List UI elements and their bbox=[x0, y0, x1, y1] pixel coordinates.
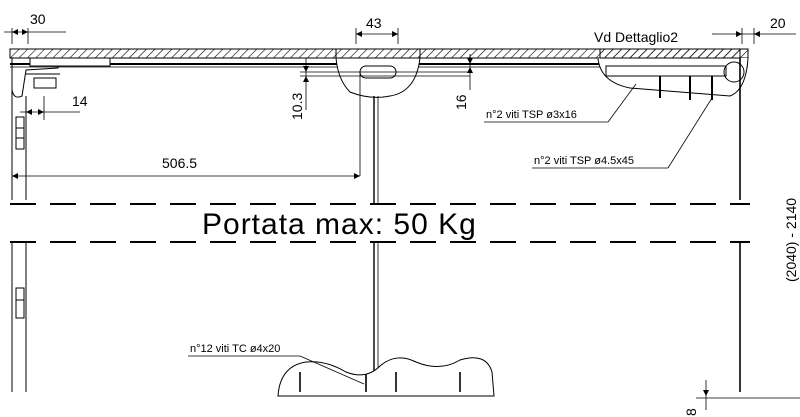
bottom-bracket bbox=[277, 357, 495, 397]
left-bracket bbox=[11, 57, 111, 150]
dim-10-3: 10.3 bbox=[289, 93, 305, 120]
load-capacity-label: Portata max: 50 Kg bbox=[202, 208, 477, 241]
screw-note-1: n°2 viti TSP ø3x16 bbox=[486, 109, 577, 121]
dim-20: 20 bbox=[770, 15, 786, 31]
detail-reference: Vd Dettaglio2 bbox=[594, 29, 678, 45]
dim-43: 43 bbox=[366, 15, 382, 31]
break-lines bbox=[10, 203, 750, 243]
dim-height-range: (2040) - 2140 bbox=[783, 198, 799, 282]
dim-14: 14 bbox=[72, 93, 88, 109]
screw-note-2: n°2 viti TSP ø4.5x45 bbox=[534, 155, 634, 167]
dimension-lines bbox=[4, 28, 800, 410]
screw-note-3: n°12 viti TC ø4x20 bbox=[190, 343, 280, 355]
annotations: Vd Dettaglio2 n°2 viti TSP ø3x16 n°2 vit… bbox=[190, 29, 678, 355]
dim-8: 8 bbox=[683, 408, 699, 416]
dim-30: 30 bbox=[30, 11, 46, 27]
dimension-texts: 30 43 20 14 506.5 10.3 16 (2040) - 2140 … bbox=[30, 11, 799, 416]
dim-16: 16 bbox=[453, 94, 469, 110]
arrowheads bbox=[12, 29, 760, 396]
dim-506-5: 506.5 bbox=[162, 155, 197, 171]
right-bracket bbox=[597, 48, 749, 200]
load-label-bg bbox=[196, 206, 556, 240]
